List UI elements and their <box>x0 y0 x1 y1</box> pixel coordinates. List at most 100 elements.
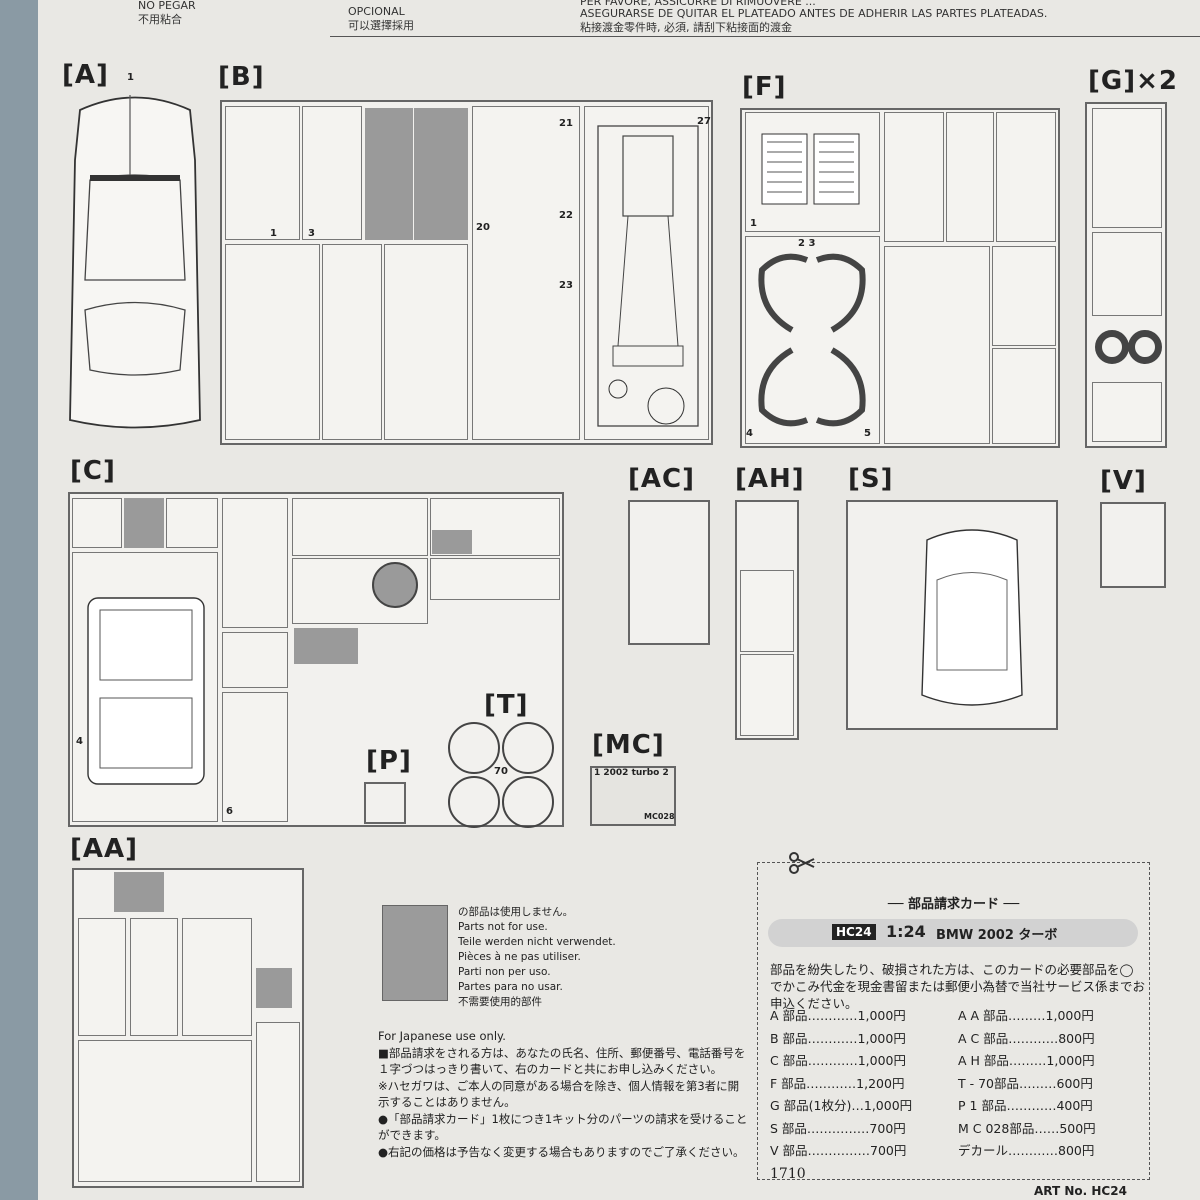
note-3: ●「部品請求カード」1枚につき1キット分のパーツの請求を受けることができます。 <box>378 1111 748 1143</box>
legend-fr: Pièces à ne pas utiliser. <box>458 951 581 963</box>
part-c-blank <box>222 632 288 688</box>
header-no-glue-zh: 不用粘合 <box>138 13 182 26</box>
part-b-15 <box>384 244 468 440</box>
right-price-item: M C 028部品……500円 <box>958 1120 1096 1136</box>
footer-art-number: ART No. HC24 <box>1034 1184 1127 1198</box>
num-c-4: 4 <box>76 736 83 747</box>
chassis-part <box>597 125 699 427</box>
header-italian: PER FAVORE, ASSICURRE DI RIMUOVERE ... <box>580 0 816 8</box>
part-c-3 <box>166 498 218 548</box>
part-f-11 <box>996 112 1056 242</box>
part-aa-25 <box>256 1022 300 1182</box>
tire-3 <box>448 776 500 828</box>
sprue-a-label: [A] <box>62 60 109 90</box>
num-f-5: 5 <box>864 428 871 439</box>
sprue-ac-label: [AC] <box>628 464 695 494</box>
part-f-6 <box>884 112 944 242</box>
num-c-6: 6 <box>226 806 233 817</box>
window-glass-part <box>921 529 1023 706</box>
legend-it: Parti non per uso. <box>458 966 551 978</box>
part-aa-6 <box>78 918 126 1036</box>
part-c-16 <box>430 558 560 600</box>
parts-order-card: ── 部品請求カード ── HC24 1:24 BMW 2002 ターボ 部品を… <box>757 852 1150 1180</box>
num-b-27: 27 <box>697 116 711 127</box>
sprue-v <box>1100 502 1166 588</box>
note-4: ●右記の価格は予告なく変更する場合もありますのでご了承ください。 <box>378 1144 745 1159</box>
decal-code: MC028 <box>644 812 675 821</box>
card-title: ── 部品請求カード ── <box>887 897 1020 912</box>
tire-2 <box>502 722 554 774</box>
sprue-ac <box>628 500 710 645</box>
left-price-item: F 部品…………1,200円 <box>770 1075 905 1091</box>
card-description: 部品を紛失したり、破損された方は、このカードの必要部品を◯でかこみ代金を現金書留… <box>770 962 1146 1011</box>
header-chinese: 粘接渡金零件時, 必須, 請刮下粘接面的渡金 <box>580 21 792 34</box>
card-product-bar: HC24 1:24 BMW 2002 ターボ <box>768 919 1138 947</box>
card-product-name: BMW 2002 ターボ <box>936 928 1058 943</box>
part-g-1 <box>1092 108 1162 228</box>
right-price-item: A A 部品………1,000円 <box>958 1008 1094 1023</box>
part-f-13 <box>992 246 1056 346</box>
decal-title: 1 2002 turbo 2 <box>594 768 669 778</box>
part-b-1 <box>225 106 300 240</box>
legend-en: Parts not for use. <box>458 921 548 933</box>
tire-4 <box>502 776 554 828</box>
sprue-s-label: [S] <box>848 464 894 494</box>
sprue-v-label: [V] <box>1100 466 1147 496</box>
header-divider <box>330 36 1200 37</box>
sprue-ah-label: [AH] <box>735 464 805 494</box>
right-price-item: A H 部品………1,000円 <box>958 1053 1095 1068</box>
tire-part-number: 70 <box>494 766 508 777</box>
left-price-item: G 部品(1枚分)…1,000円 <box>770 1098 913 1113</box>
part-b-12 <box>322 244 382 440</box>
notes-title: For Japanese use only. <box>378 1029 506 1043</box>
num-f-4: 4 <box>746 428 753 439</box>
left-price-item: C 部品…………1,000円 <box>770 1053 906 1068</box>
part-ah-3 <box>740 570 794 652</box>
legend-es: Partes para no usar. <box>458 981 563 993</box>
right-price-item: P 1 部品…………400円 <box>958 1098 1093 1113</box>
header-optional: OPCIONAL <box>348 5 405 18</box>
sprue-b-label: [B] <box>218 62 265 92</box>
part-c-7 <box>292 498 428 556</box>
unused-parts-swatch <box>382 905 448 1001</box>
part-f-2-fenders <box>745 236 880 444</box>
sprue-aa-label: [AA] <box>70 834 139 864</box>
part-b-20 <box>472 106 580 440</box>
part-a-1: 1 <box>127 72 134 83</box>
header-no-glue: NO PEGAR <box>138 0 196 12</box>
left-price-item: A 部品…………1,000円 <box>770 1008 906 1023</box>
num-b-1: 1 <box>270 228 277 239</box>
left-price-item: V 部品……………700円 <box>770 1143 907 1158</box>
grille-part <box>761 133 860 205</box>
part-g-3-wheel <box>1095 330 1129 364</box>
num-f-1: 1 <box>750 218 757 229</box>
legend-jp: の部品は使用しません。 <box>458 906 574 918</box>
part-g-4-wheel <box>1128 330 1162 364</box>
sprue-c-label: [C] <box>70 456 116 486</box>
legend-zh: 不需要使用的部件 <box>458 996 542 1008</box>
num-b-23: 23 <box>559 280 573 291</box>
part-b-4-unused <box>365 108 413 240</box>
num-b-3: 3 <box>308 228 315 239</box>
part-f-8 <box>946 112 994 242</box>
part-aa-11 <box>182 918 252 1036</box>
num-b-21: 21 <box>559 118 573 129</box>
part-c-11-unused <box>294 628 358 664</box>
decal-sheet <box>590 766 676 826</box>
part-f-14 <box>992 348 1056 444</box>
right-price-item: T - 70部品………600円 <box>958 1075 1093 1091</box>
unused-parts-legend: の部品は使用しません。 Parts not for use. Teile wer… <box>458 905 616 1010</box>
sprue-g-label: [G]×2 <box>1088 66 1178 96</box>
part-g-5 <box>1092 382 1162 442</box>
sprue-mc-label: [MC] <box>592 730 665 760</box>
card-product-code: HC24 <box>832 924 876 940</box>
scissors-icon <box>789 852 815 874</box>
header-spanish: ASEGURARSE DE QUITAR EL PLATEADO ANTES D… <box>580 7 1048 20</box>
note-1: ■部品請求をされる方は、あなたの氏名、住所、郵便番号、電話番号を１字づつはっきり… <box>378 1045 746 1077</box>
fender-flare-part <box>758 253 866 427</box>
tire-1 <box>448 722 500 774</box>
note-2: ※ハセガワは、ご本人の同意がある場合を除き、個人情報を第3者に開示することはあり… <box>378 1078 740 1110</box>
part-b-27-chassis <box>584 106 709 440</box>
num-b-22: 22 <box>559 210 573 221</box>
part-c-2-unused <box>124 498 164 548</box>
